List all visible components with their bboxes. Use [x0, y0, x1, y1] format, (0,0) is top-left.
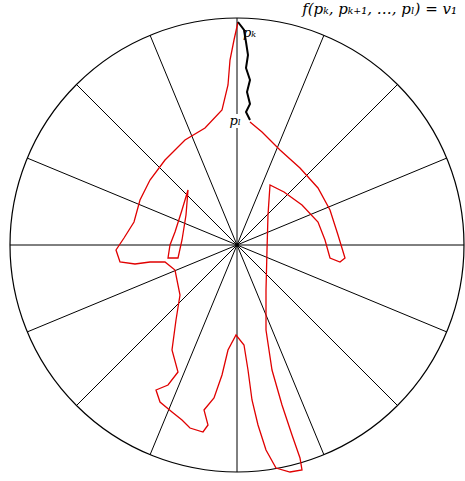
- point-label: pₗ: [228, 114, 243, 128]
- sector-line: [150, 35, 324, 454]
- sector-lines: [10, 18, 464, 472]
- silhouette-arm: [168, 190, 188, 258]
- point-label: pₖ: [243, 26, 256, 40]
- function-label: f(pₖ, pₖ₊₁, …, pₗ) = v₁: [300, 1, 459, 18]
- outer-circle: [10, 18, 464, 472]
- silhouette-contour: [116, 22, 345, 472]
